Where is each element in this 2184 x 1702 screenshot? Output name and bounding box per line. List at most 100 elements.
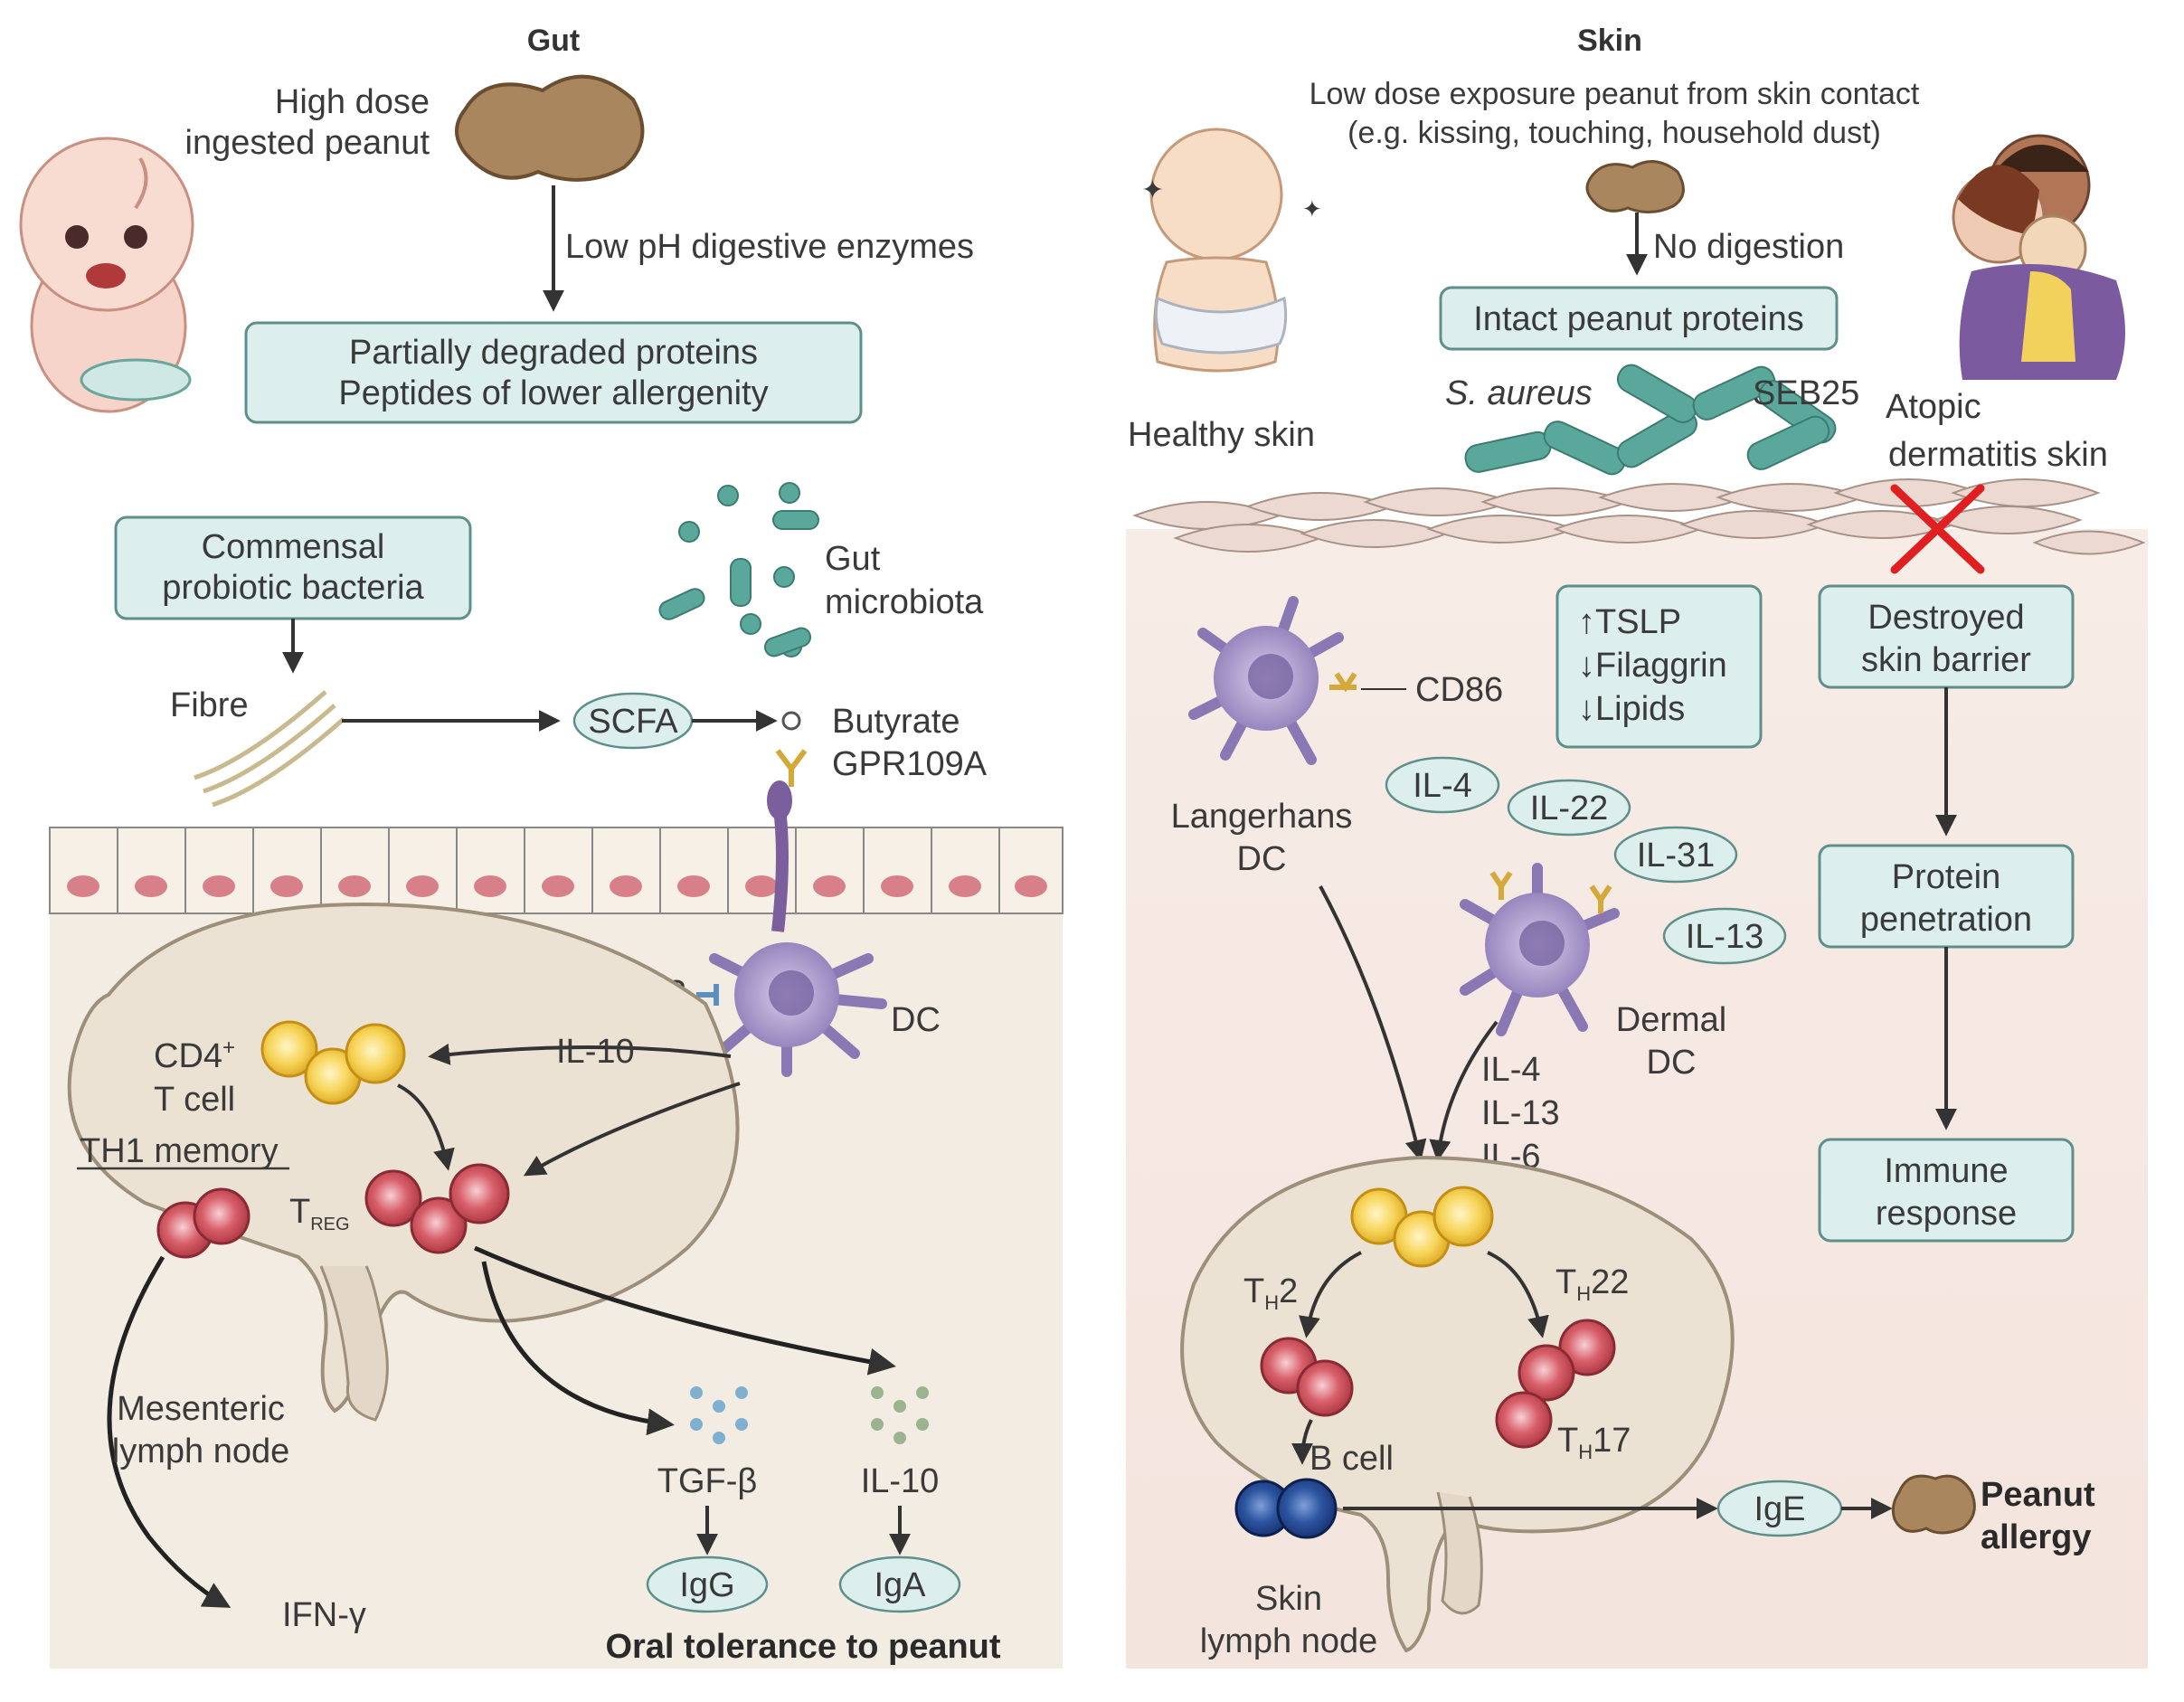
tcell-to-treg-arrow	[397, 1083, 455, 1171]
cd86-label: CD86	[1415, 671, 1503, 709]
destroyed-line1: Destroyed	[1867, 599, 2024, 637]
dermal-line2: DC	[1647, 1044, 1697, 1082]
il31-label: IL-31	[1637, 837, 1716, 875]
skin-naive-t-cells	[1350, 1186, 1494, 1268]
gut-title: Gut	[527, 24, 581, 58]
healthy-baby-illustration: ✦ ✦	[1141, 128, 1322, 373]
th1-memory-label: TH1 memory	[80, 1132, 279, 1170]
cytokine-il4: IL-4	[1481, 1051, 1540, 1089]
staph-aureus-bacteria	[1464, 364, 1837, 476]
il22-pill	[1507, 779, 1631, 837]
fibre-strands	[194, 690, 345, 808]
butyrate-label: Butyrate	[832, 703, 960, 741]
tslp-line2: ↓Filaggrin	[1578, 647, 1727, 685]
lymph-vessel	[319, 1265, 389, 1422]
family-kissing-illustration	[1952, 134, 2125, 380]
immune-response-box	[1818, 1138, 2075, 1243]
tslp-filaggrin-box	[1555, 584, 1763, 749]
healthy-skin-label: Healthy skin	[1128, 416, 1315, 454]
immune-line2: response	[1876, 1195, 2017, 1233]
svg-text:✦: ✦	[1141, 175, 1164, 205]
skin-lymph-vessel	[1436, 1491, 1483, 1615]
igg-label: IgG	[679, 1566, 734, 1604]
treg-label: TREG	[289, 1193, 350, 1234]
penetration-line1: Protein	[1892, 858, 2000, 896]
atopic-label-line1: Atopic	[1886, 388, 1981, 426]
saureus-label: S. aureus	[1445, 374, 1593, 412]
gpr109a-receptor-icon	[775, 749, 808, 787]
penetration-line2: penetration	[1860, 901, 2032, 939]
dc-label: DC	[891, 1001, 941, 1039]
langerhans-dc	[1188, 596, 1357, 765]
gut-panel: Gut High dose ingested peanut Low pH dig…	[19, 24, 1064, 1669]
tslp-line1: ↑TSLP	[1578, 603, 1681, 641]
degraded-proteins-box	[244, 321, 863, 424]
langerhans-line2: DC	[1237, 840, 1287, 878]
svg-text:✦: ✦	[1302, 195, 1322, 222]
iga-label: IgA	[874, 1566, 926, 1604]
cd4-label-line1: CD4+	[154, 1035, 235, 1075]
gut-microbiota-illustration	[658, 482, 819, 657]
dermal-line1: Dermal	[1616, 1001, 1726, 1039]
cd4-label-line2: T cell	[154, 1081, 235, 1119]
small-peanut-icon	[1585, 160, 1685, 213]
th2-label: TH2	[1243, 1272, 1298, 1314]
skin-ln-line2: lymph node	[1200, 1622, 1377, 1660]
mesenteric-label-line2: lymph node	[112, 1433, 289, 1470]
oral-tolerance-label: Oral tolerance to peanut	[605, 1628, 1000, 1666]
skin-panel: Skin Low dose exposure peanut from skin …	[1126, 24, 2148, 1669]
degraded-proteins-line2: Peptides of lower allergenity	[338, 374, 768, 412]
tcell-to-th22-arrow	[1487, 1251, 1549, 1338]
gpr109a-label: GPR109A	[832, 745, 988, 783]
dc-to-treg-arrow	[523, 1082, 741, 1177]
ige-label: IgE	[1754, 1490, 1805, 1528]
seb25-label: SEB25	[1753, 374, 1859, 412]
il10-arrow-label: IL-10	[556, 1033, 635, 1071]
th1-memory-cells	[156, 1187, 251, 1259]
barrier-cross-icon	[1890, 484, 1985, 574]
skin-ln-line1: Skin	[1255, 1580, 1322, 1618]
il13-pill	[1662, 907, 1787, 965]
peanut-label-line2: ingested peanut	[185, 124, 430, 162]
il10-label: IL-10	[861, 1462, 940, 1500]
b-cells	[1234, 1478, 1338, 1539]
allergy-line2: allergy	[1981, 1518, 2092, 1556]
treg-to-il10-arrow	[473, 1245, 896, 1376]
gut-epithelium	[49, 827, 1064, 914]
langerhans-to-node-arrow	[1319, 885, 1427, 1162]
bcell-label: B cell	[1309, 1440, 1394, 1478]
il31-pill	[1613, 826, 1738, 884]
degraded-proteins-line1: Partially degraded proteins	[349, 334, 758, 372]
langerhans-line1: Langerhans	[1171, 798, 1353, 836]
scfa-label: SCFA	[588, 703, 678, 741]
skin-title: Skin	[1577, 24, 1642, 58]
tcell-to-th2-arrow	[1299, 1251, 1362, 1338]
th2-to-bcell-arrow	[1291, 1419, 1314, 1465]
intact-proteins-label: Intact peanut proteins	[1473, 300, 1803, 338]
dermal-to-node-arrow	[1429, 1020, 1499, 1162]
dc-to-tcell-arrow	[428, 1043, 732, 1065]
digestion-label: Low pH digestive enzymes	[565, 228, 974, 266]
cd4-t-cells	[260, 1020, 406, 1105]
destroyed-line2: skin barrier	[1861, 641, 2031, 679]
cytokine-il13: IL-13	[1481, 1094, 1560, 1132]
peanut-icon	[455, 74, 645, 182]
no-digestion-label: No digestion	[1653, 228, 1844, 266]
atopic-label-line2: dermatitis skin	[1888, 436, 2108, 474]
exposure-line1: Low dose exposure peanut from skin conta…	[1309, 77, 1920, 111]
allergy-peanut-icon	[1891, 1474, 1976, 1535]
microbiota-line2: microbiota	[825, 583, 984, 621]
butyrate-icon	[781, 711, 801, 731]
il4-label: IL-4	[1413, 767, 1471, 805]
skin-epidermis	[1132, 478, 2146, 555]
th17-label: TH17	[1557, 1422, 1631, 1463]
tslp-line3: ↓Lipids	[1578, 690, 1685, 728]
treg-cells	[364, 1163, 510, 1254]
mesenteric-label-line1: Mesenteric	[117, 1390, 285, 1428]
commensal-line2: probiotic bacteria	[162, 569, 424, 607]
allergy-line1: Peanut	[1981, 1476, 2095, 1514]
gut-dendritic-cell	[696, 780, 887, 1077]
tgf-beta-label: TGF-β	[657, 1462, 758, 1500]
th22-th17-cells	[1495, 1319, 1616, 1449]
